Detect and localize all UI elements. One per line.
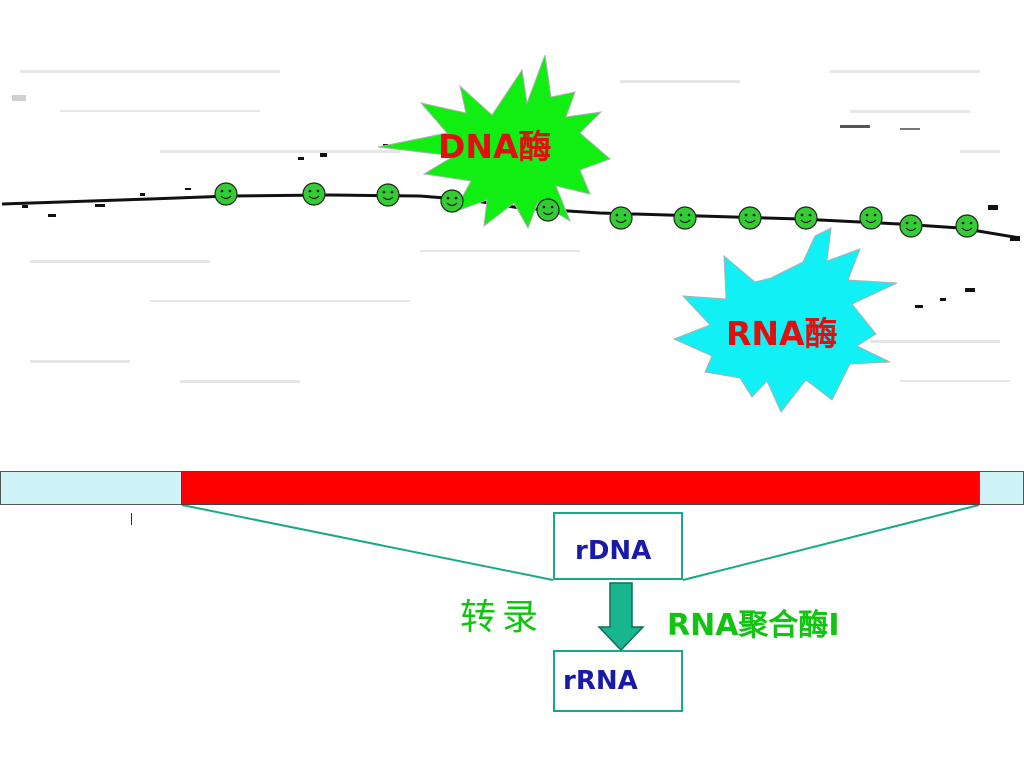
smiley-particle — [738, 206, 762, 230]
dna-enzyme-label: DNA酶 — [438, 127, 552, 166]
smiley-particle — [859, 206, 883, 230]
rdna-label: rDNA — [575, 536, 652, 566]
rna-enzyme-burst — [672, 227, 898, 413]
transcription-label: 转录 — [460, 597, 545, 638]
smiley-particle — [536, 198, 560, 222]
rrna-label: rRNA — [563, 666, 638, 696]
smiley-particle — [214, 182, 238, 206]
rrna-box: rRNA — [553, 650, 683, 712]
smiley-particle — [302, 182, 326, 206]
funnel-line-left — [181, 504, 554, 581]
smiley-particle — [794, 206, 818, 230]
transcription-arrow — [597, 582, 645, 652]
smiley-particle — [899, 214, 923, 238]
smiley-particle — [376, 183, 400, 207]
rna-polymerase-label: RNA聚合酶Ⅰ — [667, 608, 840, 643]
gene-flank-left — [0, 471, 182, 505]
particle-group — [214, 182, 979, 238]
rdna-coding-region — [181, 471, 980, 505]
micrograph-background — [12, 70, 1010, 383]
dna-enzyme-burst — [377, 54, 611, 230]
map-tick-mark — [131, 513, 132, 525]
smiley-particle — [440, 189, 464, 213]
funnel-line-right — [682, 504, 980, 581]
gene-flank-right — [979, 471, 1024, 505]
rdna-box: rDNA — [553, 512, 683, 580]
smiley-particle — [673, 206, 697, 230]
rna-enzyme-label: RNA酶 — [726, 314, 838, 353]
smiley-particle — [609, 206, 633, 230]
smiley-particle — [955, 214, 979, 238]
